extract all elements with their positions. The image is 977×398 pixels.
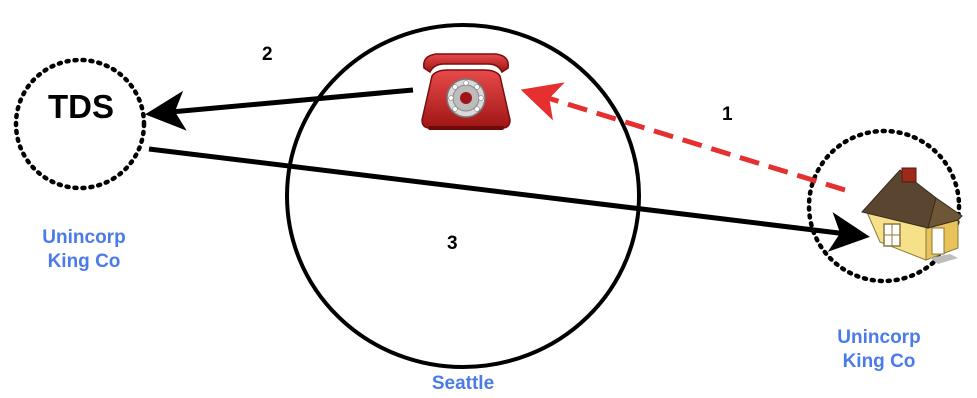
step-label-1: 1 bbox=[722, 104, 733, 126]
step-label-2: 2 bbox=[262, 44, 273, 66]
step-label-3: 3 bbox=[447, 233, 458, 255]
telephone-icon bbox=[422, 54, 510, 130]
region-label-right-line2: King Co bbox=[829, 350, 929, 374]
arrow-1-house-to-phone bbox=[535, 94, 845, 190]
region-label-seattle: Seattle bbox=[413, 372, 513, 396]
region-label-left: Unincorp King Co bbox=[34, 226, 134, 274]
region-label-right-line1: Unincorp bbox=[829, 326, 929, 350]
region-label-right: Unincorp King Co bbox=[829, 326, 929, 374]
region-label-left-line1: Unincorp bbox=[34, 226, 134, 250]
tds-label: TDS bbox=[48, 88, 114, 126]
house-icon bbox=[862, 168, 962, 264]
arrow-2-phone-to-tds bbox=[160, 90, 413, 113]
region-label-left-line2: King Co bbox=[34, 250, 134, 274]
